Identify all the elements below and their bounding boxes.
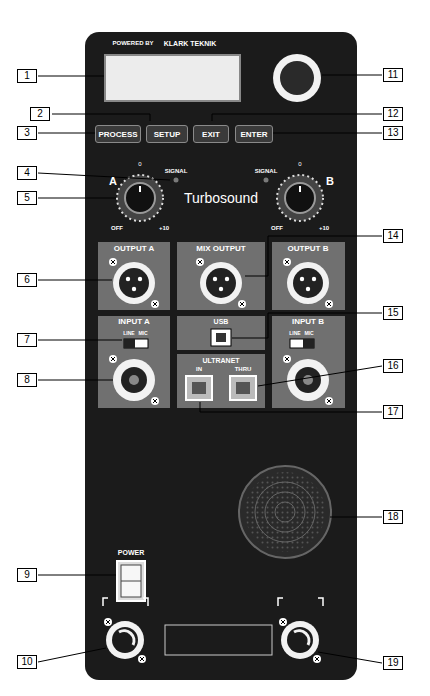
scale-mark: +10 — [319, 225, 329, 231]
combo-jack — [113, 359, 155, 401]
callout-number: 5 — [17, 191, 37, 205]
callout-number: 14 — [383, 229, 403, 243]
button-label: ENTER — [240, 130, 267, 139]
screw — [138, 655, 146, 663]
screw — [279, 618, 287, 626]
switch-label: POWER — [118, 549, 144, 556]
scale-mark: 0 — [298, 161, 301, 167]
screw — [151, 397, 159, 405]
section-heading: ULTRANET — [202, 357, 239, 364]
button-label: PROCESS — [98, 130, 137, 139]
section-heading: USB — [214, 318, 229, 325]
panel-button: ENTER — [235, 125, 273, 143]
callout-number: 17 — [383, 405, 403, 419]
callout-number: 18 — [383, 510, 403, 524]
callout-number: 12 — [383, 107, 403, 121]
screw — [283, 258, 291, 266]
screw — [196, 258, 204, 266]
led-label: SIGNAL — [255, 168, 278, 174]
section-heading: OUTPUT A — [114, 245, 155, 253]
callout-number: 3 — [17, 126, 37, 140]
callout-number: 4 — [17, 166, 37, 180]
panel-button: EXIT — [193, 125, 229, 143]
speakon-socket — [281, 621, 319, 659]
scale-mark: +10 — [159, 225, 169, 231]
screw — [151, 300, 159, 308]
panel-button: SETUP — [146, 125, 188, 143]
panel-button: PROCESS — [95, 125, 141, 143]
channel-letter: A — [109, 176, 117, 187]
scale-mark: OFF — [271, 225, 283, 231]
callout-number: 11 — [383, 68, 403, 82]
callout-number: 9 — [17, 568, 37, 582]
switch-label: LINE — [123, 331, 134, 336]
section-heading: OUTPUT B — [288, 245, 329, 253]
callout-number: 1 — [17, 69, 37, 83]
callout-number: 19 — [383, 656, 403, 670]
xlr-socket — [113, 262, 155, 304]
callout-number: 13 — [383, 126, 403, 140]
brand-text: POWERED BY — [112, 40, 153, 46]
switch-label: LINE — [289, 331, 300, 336]
port-label: THRU — [235, 366, 252, 372]
section-heading: INPUT A — [118, 318, 150, 326]
callout-number: 6 — [17, 273, 37, 287]
screw — [109, 258, 117, 266]
section-heading: INPUT B — [292, 318, 324, 326]
xlr-socket — [287, 262, 329, 304]
screw — [325, 300, 333, 308]
brand-name: Turbosound — [184, 191, 258, 205]
screw — [325, 397, 333, 405]
callout-number: 15 — [383, 306, 403, 320]
xlr-socket — [200, 262, 242, 304]
section-heading: MIX OUTPUT — [196, 245, 245, 253]
screw — [104, 618, 112, 626]
scale-mark: 0 — [138, 161, 141, 167]
port-label: IN — [196, 366, 202, 372]
scale-mark: OFF — [111, 225, 123, 231]
screw — [109, 355, 117, 363]
brand-logo: KLARK TEKNIK — [164, 40, 217, 47]
speakon-socket — [106, 621, 144, 659]
callout-number: 7 — [17, 333, 37, 347]
switch-label: MIC — [138, 331, 147, 336]
callout-number: 10 — [17, 655, 37, 669]
channel-letter: B — [326, 176, 334, 187]
screw — [313, 655, 321, 663]
callout-number: 2 — [30, 107, 50, 121]
screw — [238, 300, 246, 308]
callout-number: 16 — [383, 359, 403, 373]
button-label: SETUP — [154, 130, 181, 139]
screw — [283, 355, 291, 363]
callout-number: 8 — [17, 373, 37, 387]
led-label: SIGNAL — [165, 168, 188, 174]
switch-label: MIC — [304, 331, 313, 336]
button-label: EXIT — [202, 130, 220, 139]
